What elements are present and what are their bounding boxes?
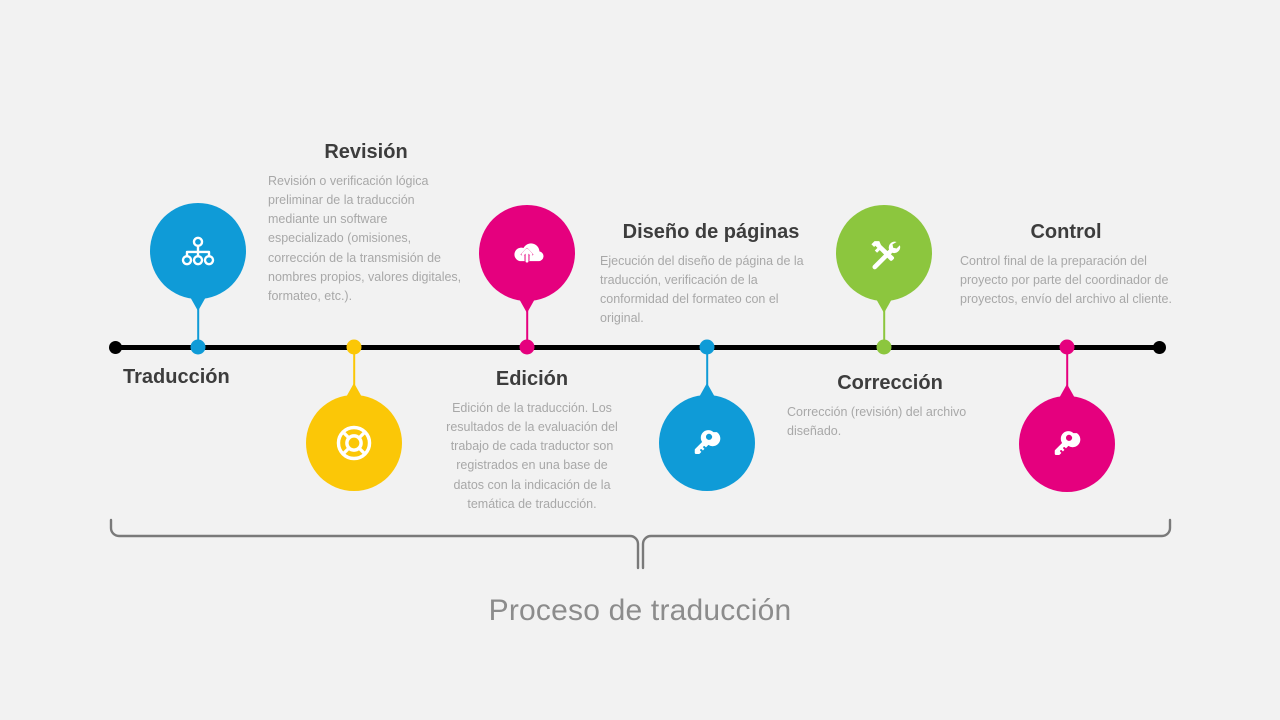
step-desc-control: Control final de la preparación del proy… (960, 254, 1172, 307)
timeline-end-cap (1153, 341, 1166, 354)
step-desc-revision: Revisión o verificación lógica prelimina… (268, 174, 462, 303)
node-dot-diseno-de-paginas (699, 339, 715, 355)
step-title-diseno-de-paginas: Diseño de páginas (622, 221, 800, 243)
marker-edicion[interactable] (479, 205, 575, 313)
marker-diseno-de-paginas[interactable] (659, 383, 755, 491)
lifebuoy-icon (331, 420, 377, 466)
key-icon (1046, 423, 1088, 465)
timeline-start-cap (109, 341, 122, 354)
stem-edicion (526, 296, 528, 348)
stem-diseno-de-paginas (706, 347, 708, 399)
tools-icon (863, 232, 905, 274)
step-title-control: Control (1030, 221, 1102, 243)
hierarchy-icon (176, 229, 220, 273)
text-block-revision: Revisión Revisión o verificación lógica … (268, 140, 464, 306)
text-block-traduccion: Traducción (123, 365, 343, 390)
text-block-edicion: Edición Edición de la traducción. Los re… (441, 367, 623, 514)
marker-control[interactable] (1019, 384, 1115, 492)
timeline-axis (114, 345, 1161, 350)
process-brace (108, 518, 1173, 578)
stem-traduccion (197, 296, 199, 348)
step-title-edicion: Edición (495, 368, 569, 390)
stem-correccion (883, 296, 885, 348)
step-title-revision: Revisión (324, 141, 408, 163)
node-dot-correccion (876, 339, 892, 355)
step-desc-diseno-de-paginas: Ejecución del diseño de página de la tra… (600, 254, 804, 326)
step-desc-correccion: Corrección (revisión) del archivo diseña… (787, 405, 967, 439)
text-block-control: Control Control final de la preparación … (960, 220, 1172, 309)
cloud-upload-icon (505, 231, 549, 275)
step-title-correccion: Corrección (837, 372, 943, 394)
marker-revision[interactable] (306, 383, 402, 491)
node-dot-traduccion (190, 339, 206, 355)
node-dot-edicion (519, 339, 535, 355)
process-caption: Proceso de traducción (488, 594, 792, 627)
key-icon (686, 422, 728, 464)
marker-correccion[interactable] (836, 205, 932, 313)
text-block-correccion: Corrección Corrección (revisión) del arc… (787, 371, 993, 441)
node-dot-revision (346, 339, 362, 355)
node-dot-control (1059, 339, 1075, 355)
text-block-diseno-de-paginas: Diseño de páginas Ejecución del diseño d… (600, 220, 822, 329)
marker-traduccion[interactable] (150, 203, 246, 311)
step-title-traduccion: Traducción (123, 366, 230, 388)
stem-revision (353, 347, 355, 399)
step-desc-edicion: Edición de la traducción. Los resultados… (446, 401, 618, 511)
stem-control (1066, 347, 1068, 399)
